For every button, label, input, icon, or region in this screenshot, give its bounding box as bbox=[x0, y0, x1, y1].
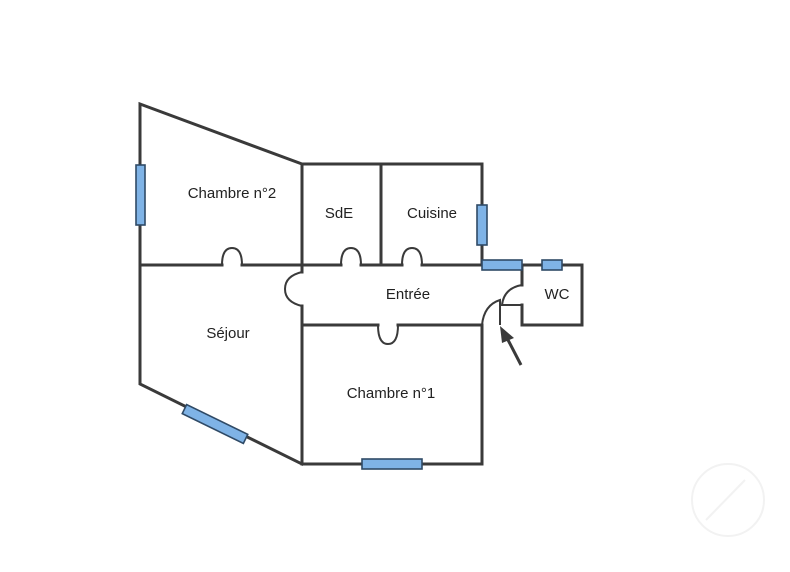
window-entree bbox=[481, 259, 523, 271]
walls bbox=[138, 101, 584, 467]
door-entrance bbox=[481, 298, 501, 326]
label-wc: WC bbox=[545, 286, 570, 303]
window-sejour bbox=[181, 403, 249, 445]
wall-sejour-outer bbox=[138, 263, 305, 467]
label-chambre2: Chambre n°2 bbox=[188, 185, 277, 202]
watermark-logo bbox=[691, 463, 765, 537]
door-chambre2 bbox=[221, 246, 243, 266]
label-entree: Entrée bbox=[386, 286, 430, 303]
door-cuisine bbox=[401, 246, 423, 266]
room-labels: Chambre n°2 SdE Cuisine WC Entrée Séjour… bbox=[188, 185, 570, 402]
window-cuisine bbox=[476, 204, 488, 246]
label-sejour: Séjour bbox=[206, 325, 249, 342]
door-sejour bbox=[283, 271, 303, 307]
window-chambre1 bbox=[361, 458, 423, 470]
doors bbox=[221, 246, 523, 346]
label-sde: SdE bbox=[325, 205, 353, 222]
window-wc bbox=[541, 259, 563, 271]
label-cuisine: Cuisine bbox=[407, 205, 457, 222]
door-sde bbox=[340, 246, 362, 266]
window-chambre2 bbox=[135, 164, 146, 226]
door-chambre1 bbox=[377, 324, 399, 346]
door-wc bbox=[500, 284, 523, 306]
windows bbox=[135, 164, 563, 470]
label-chambre1: Chambre n°1 bbox=[347, 385, 436, 402]
entrance-arrow-icon bbox=[500, 326, 523, 366]
